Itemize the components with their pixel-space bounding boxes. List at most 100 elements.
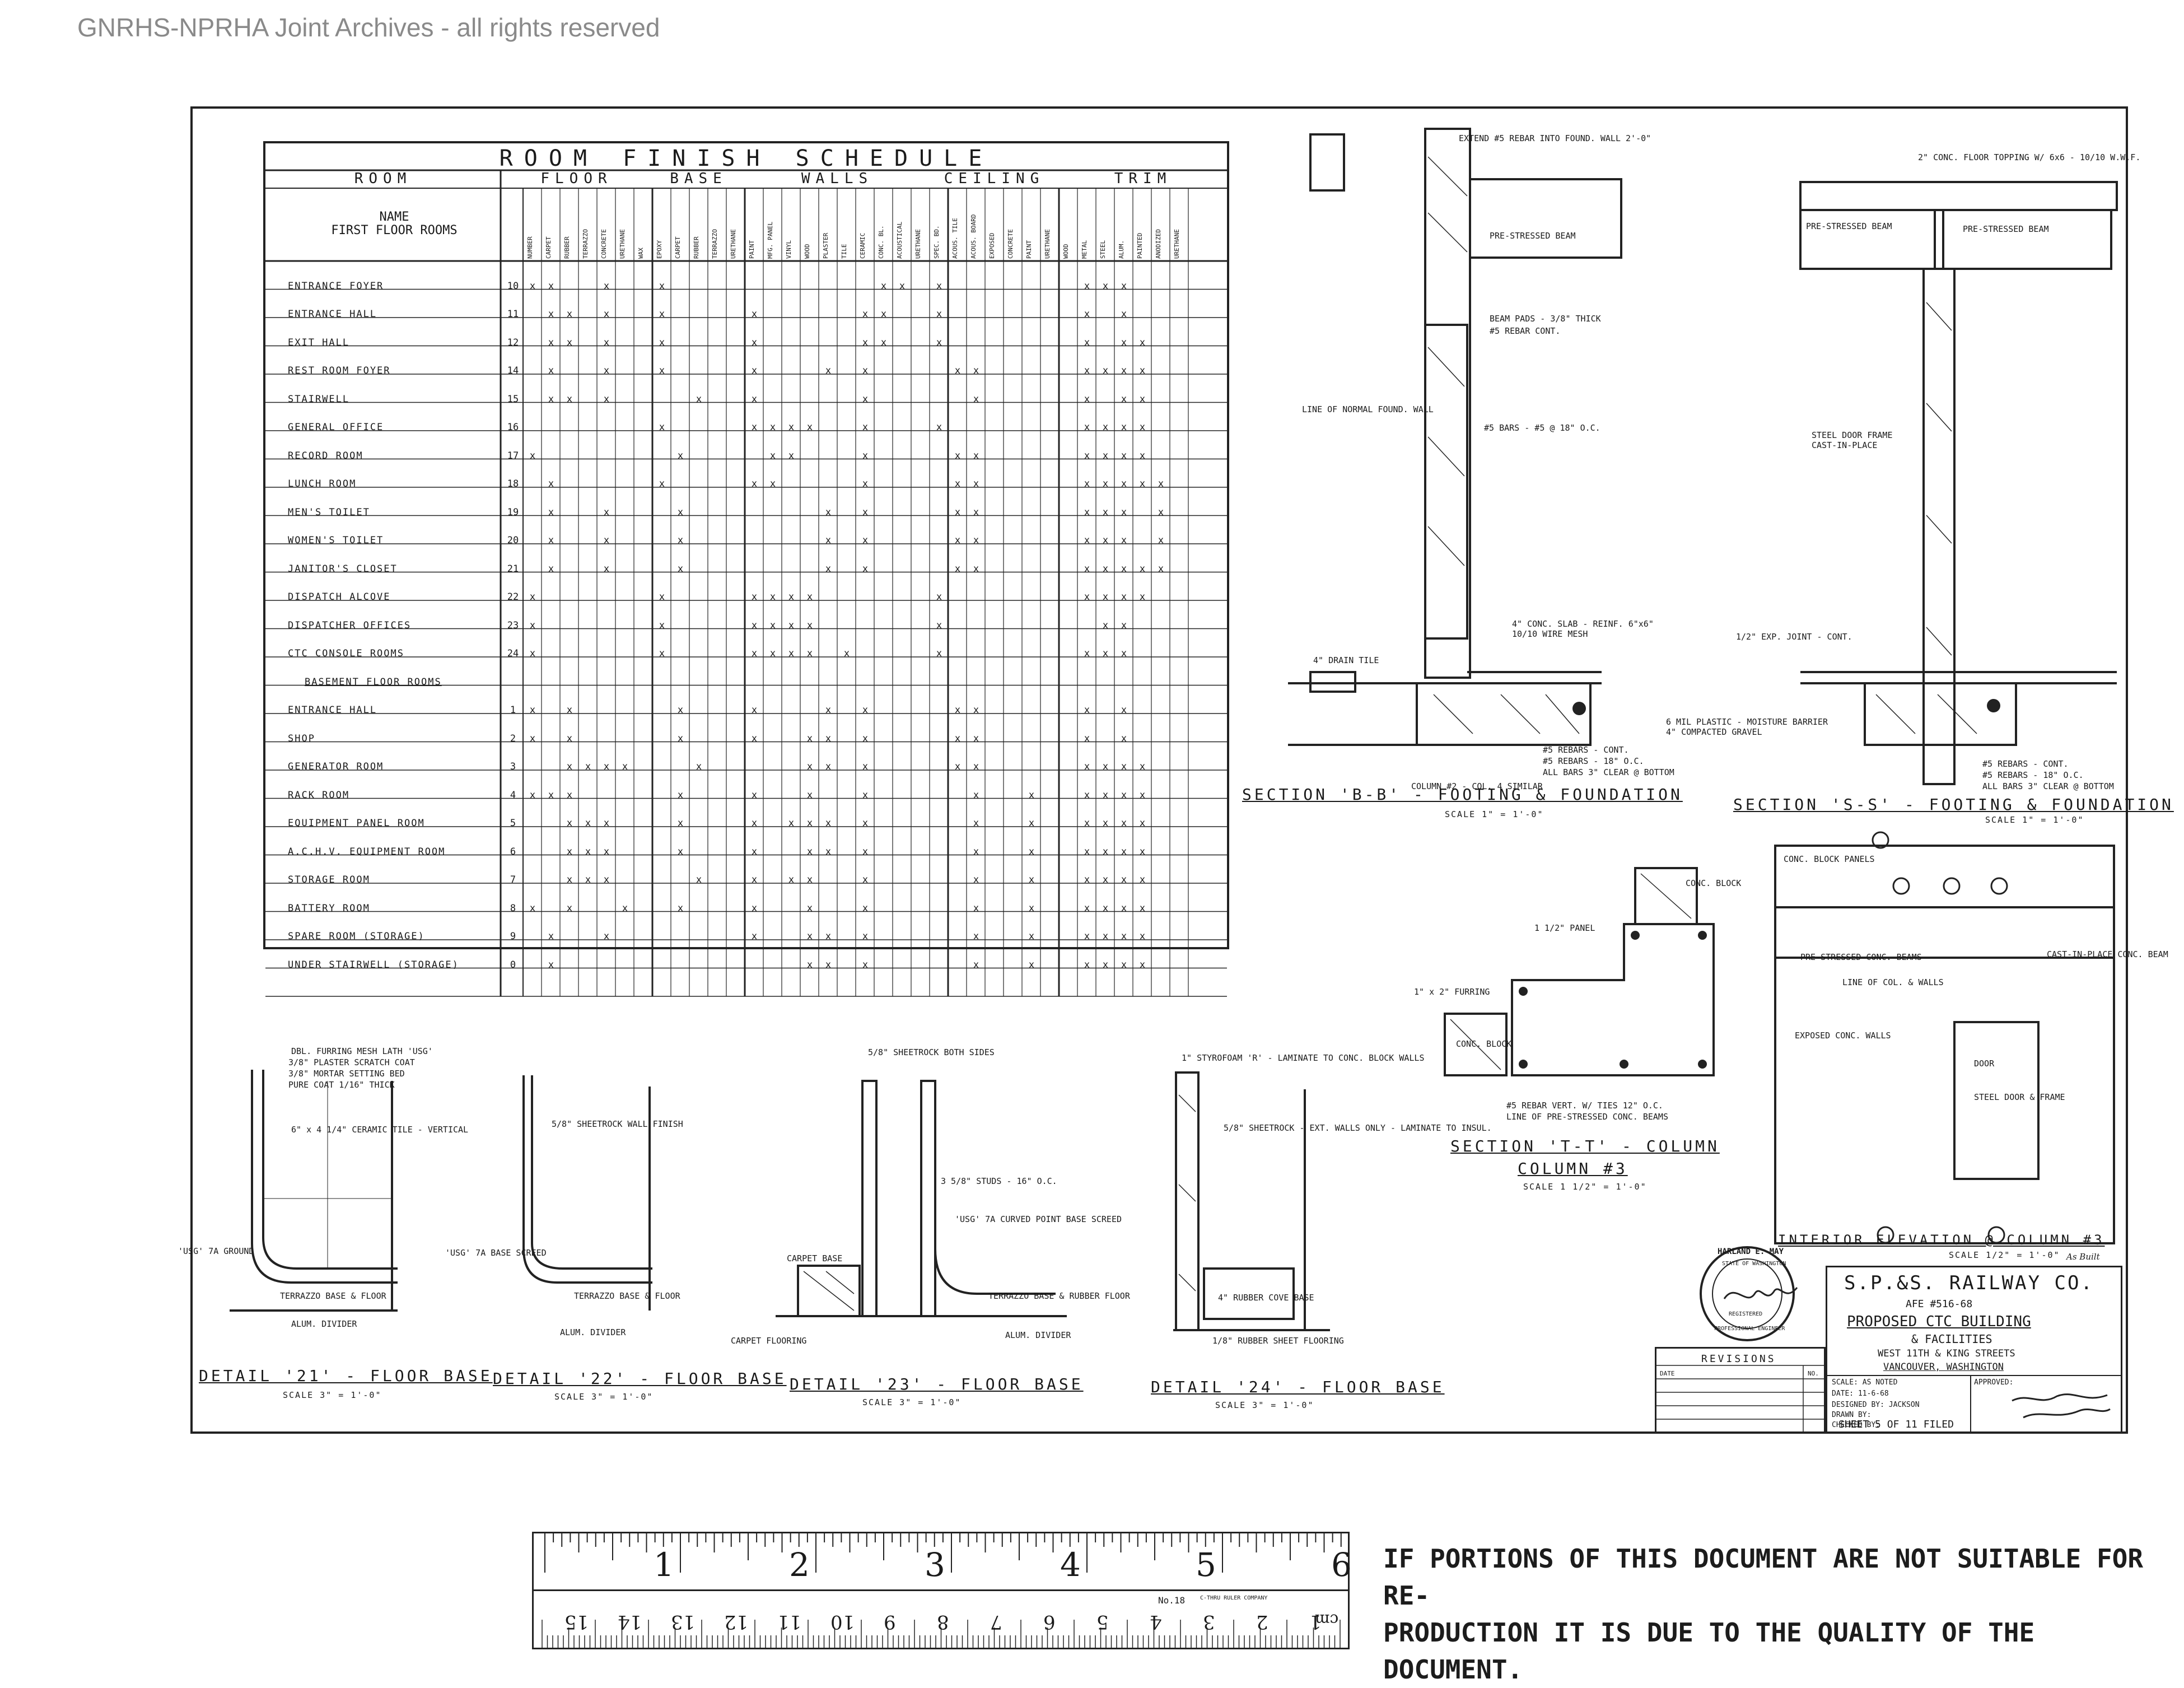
interior-elevation-drawing bbox=[1774, 831, 2115, 1244]
finish-mark: x bbox=[1102, 506, 1109, 518]
ruler-inch-label: 4 bbox=[1060, 1546, 1081, 1584]
ruler-cm-label: 11 bbox=[777, 1611, 802, 1633]
finish-mark: x bbox=[677, 705, 684, 716]
d21-notes-item: ALUM. DIVIDER bbox=[291, 1319, 357, 1329]
room-number: 20 bbox=[507, 535, 519, 546]
finish-mark: x bbox=[1158, 563, 1164, 575]
el-note-3: CAST-IN-PLACE CONC. BEAM bbox=[2047, 949, 2168, 959]
finish-mark: x bbox=[1028, 789, 1035, 801]
finish-mark: x bbox=[1139, 846, 1146, 857]
schedule-column-header: STEEL bbox=[1099, 240, 1107, 259]
finish-mark: x bbox=[1028, 874, 1035, 885]
finish-mark: x bbox=[806, 818, 813, 829]
room-name: BASEMENT FLOOR ROOMS bbox=[305, 676, 442, 688]
schedule-column-header: CONCRETE bbox=[600, 229, 608, 259]
finish-mark: x bbox=[566, 789, 573, 801]
finish-mark: x bbox=[529, 591, 536, 603]
finish-mark: x bbox=[862, 365, 869, 376]
finish-mark: x bbox=[1084, 450, 1090, 461]
finish-mark: x bbox=[806, 874, 813, 885]
bb-note-4: #5 REBAR CONT. bbox=[1490, 326, 1561, 336]
detail-23-scale: SCALE 3" = 1'-0" bbox=[862, 1397, 962, 1407]
detail-21-drawing bbox=[230, 1070, 398, 1312]
finish-mark: x bbox=[548, 506, 554, 518]
finish-mark: x bbox=[862, 818, 869, 829]
finish-mark: x bbox=[862, 506, 869, 518]
finish-mark: x bbox=[1139, 393, 1146, 405]
finish-mark: x bbox=[751, 874, 758, 885]
finish-mark: x bbox=[973, 874, 979, 885]
finish-mark: x bbox=[529, 902, 536, 914]
finish-mark: x bbox=[1084, 789, 1090, 801]
finish-mark: x bbox=[1028, 846, 1035, 857]
finish-mark: x bbox=[1084, 280, 1090, 292]
schedule-column-header: TERRAZZO bbox=[711, 229, 718, 259]
finish-mark: x bbox=[603, 818, 610, 829]
finish-mark: x bbox=[1121, 648, 1127, 659]
finish-mark: x bbox=[566, 705, 573, 716]
ruler-cm-label: 9 bbox=[884, 1611, 896, 1633]
room-name: RACK ROOM bbox=[288, 789, 350, 801]
finish-mark: x bbox=[548, 535, 554, 546]
finish-mark: x bbox=[529, 450, 536, 461]
finish-mark: x bbox=[1084, 902, 1090, 914]
section-ss-scale: SCALE 1" = 1'-0" bbox=[1985, 815, 2084, 825]
finish-mark: x bbox=[585, 761, 591, 772]
finish-mark: x bbox=[862, 535, 869, 546]
finish-mark: x bbox=[1121, 874, 1127, 885]
tt-note-1: CONC. BLOCK bbox=[1686, 878, 1742, 888]
finish-mark: x bbox=[806, 619, 813, 631]
finish-mark: x bbox=[1102, 648, 1109, 659]
finish-mark: x bbox=[825, 818, 832, 829]
finish-mark: x bbox=[603, 393, 610, 405]
finish-mark: x bbox=[659, 648, 665, 659]
finish-mark: x bbox=[1084, 591, 1090, 603]
finish-mark: x bbox=[751, 337, 758, 348]
finish-mark: x bbox=[862, 422, 869, 433]
seal-state: STATE OF WASHINGTON bbox=[1722, 1261, 1786, 1267]
section-ss-caption: SECTION 'S-S' - FOOTING & FOUNDATION bbox=[1733, 795, 2174, 814]
finish-mark: x bbox=[769, 478, 776, 489]
approval-signature-icon bbox=[2012, 1393, 2111, 1419]
d23-notes-item: 5/8" SHEETROCK BOTH SIDES bbox=[868, 1047, 995, 1057]
finish-mark: x bbox=[529, 733, 536, 744]
room-number: 3 bbox=[510, 761, 516, 772]
revisions-date-head: DATE bbox=[1660, 1370, 1675, 1377]
tb-approved: APPROVED: bbox=[1974, 1378, 2014, 1387]
room-number: 12 bbox=[507, 337, 519, 348]
finish-mark: x bbox=[806, 648, 813, 659]
finish-mark: x bbox=[1139, 591, 1146, 603]
finish-mark: x bbox=[936, 591, 942, 603]
schedule-column-header: ANODIZED bbox=[1155, 229, 1162, 259]
finish-mark: x bbox=[1121, 393, 1127, 405]
finish-mark: x bbox=[603, 846, 610, 857]
d22-notes-item: TERRAZZO BASE & FLOOR bbox=[574, 1291, 680, 1301]
finish-mark: x bbox=[1084, 733, 1090, 744]
room-number: 22 bbox=[507, 591, 519, 603]
ruler-divider bbox=[534, 1589, 1348, 1591]
room-name: ENTRANCE FOYER bbox=[288, 280, 384, 292]
finish-mark: x bbox=[1121, 733, 1127, 744]
room-name: UNDER STAIRWELL (STORAGE) bbox=[288, 959, 459, 971]
room-name: EQUIPMENT PANEL ROOM bbox=[288, 818, 425, 829]
room-number: 4 bbox=[510, 789, 516, 801]
finish-mark: x bbox=[973, 959, 979, 971]
finish-mark: x bbox=[973, 846, 979, 857]
ruler-cm-label: 12 bbox=[724, 1611, 749, 1633]
ss-note-8: #5 REBARS - 18" O.C. bbox=[1982, 770, 2084, 780]
finish-mark: x bbox=[862, 478, 869, 489]
room-name: SHOP bbox=[288, 733, 315, 744]
finish-mark: x bbox=[1121, 591, 1127, 603]
finish-mark: x bbox=[1121, 280, 1127, 292]
finish-mark: x bbox=[622, 761, 628, 772]
room-name: ENTRANCE HALL bbox=[288, 309, 377, 320]
finish-mark: x bbox=[1102, 280, 1109, 292]
finish-mark: x bbox=[1102, 874, 1109, 885]
finish-mark: x bbox=[936, 280, 942, 292]
schedule-group-ceiling: CEILING bbox=[944, 170, 1045, 187]
seal-role: PROFESSIONAL ENGINEER bbox=[1714, 1326, 1785, 1332]
ruler-ticks bbox=[542, 1533, 1342, 1648]
finish-mark: x bbox=[954, 705, 961, 716]
